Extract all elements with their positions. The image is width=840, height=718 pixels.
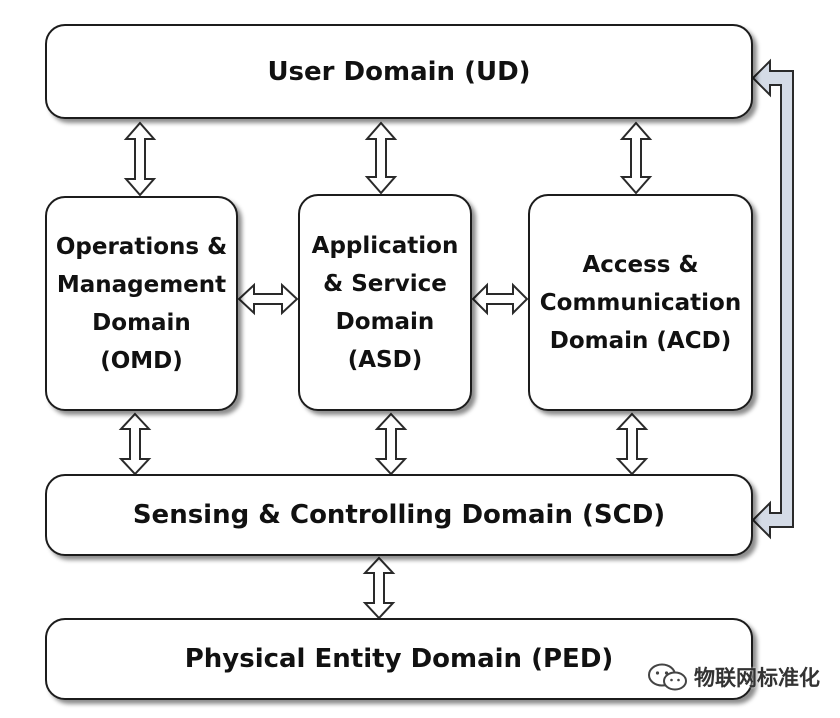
- arrow-ud-asd: [364, 121, 398, 195]
- watermark-text: 物联网标准化: [694, 666, 820, 690]
- arrow-ud-omd: [123, 121, 157, 197]
- acd-label-line-1: Access &: [582, 251, 699, 278]
- arrow-asd-scd: [374, 412, 408, 476]
- user-domain-box: User Domain (UD): [45, 24, 753, 119]
- watermark: 物联网标准化: [646, 662, 820, 692]
- asd-label-line-3: Domain: [335, 308, 435, 335]
- arrow-omd-scd: [118, 412, 152, 476]
- omd-label-line-4: (OMD): [100, 347, 183, 374]
- arrow-acd-scd: [615, 412, 649, 476]
- asd-label-line-4: (ASD): [347, 346, 423, 373]
- operations-management-domain-box: Operations & Management Domain (OMD): [45, 196, 238, 411]
- user-domain-label: User Domain (UD): [267, 56, 531, 87]
- application-service-domain-box: Application & Service Domain (ASD): [298, 194, 472, 411]
- arrow-scd-ped: [362, 556, 396, 620]
- arrow-scd-ud-side-link: [751, 58, 794, 540]
- sensing-domain-label: Sensing & Controlling Domain (SCD): [132, 500, 666, 530]
- omd-label-line-1: Operations &: [55, 233, 228, 260]
- omd-label-line-3: Domain: [92, 309, 191, 336]
- wechat-icon: [648, 663, 687, 691]
- arrow-ud-acd: [619, 121, 653, 195]
- arrow-omd-asd: [237, 282, 299, 316]
- acd-label-line-2: Communication: [539, 289, 742, 316]
- omd-label-line-2: Management: [56, 271, 227, 298]
- acd-label-line-3: Domain (ACD): [549, 327, 732, 354]
- physical-entity-domain-box: Physical Entity Domain (PED): [45, 618, 753, 700]
- asd-label-line-1: Application: [311, 232, 459, 259]
- access-communication-domain-box: Access & Communication Domain (ACD): [528, 194, 753, 411]
- arrow-asd-acd: [471, 282, 529, 316]
- asd-label-line-2: & Service: [323, 270, 447, 297]
- physical-domain-label: Physical Entity Domain (PED): [184, 644, 614, 674]
- sensing-controlling-domain-box: Sensing & Controlling Domain (SCD): [45, 474, 753, 556]
